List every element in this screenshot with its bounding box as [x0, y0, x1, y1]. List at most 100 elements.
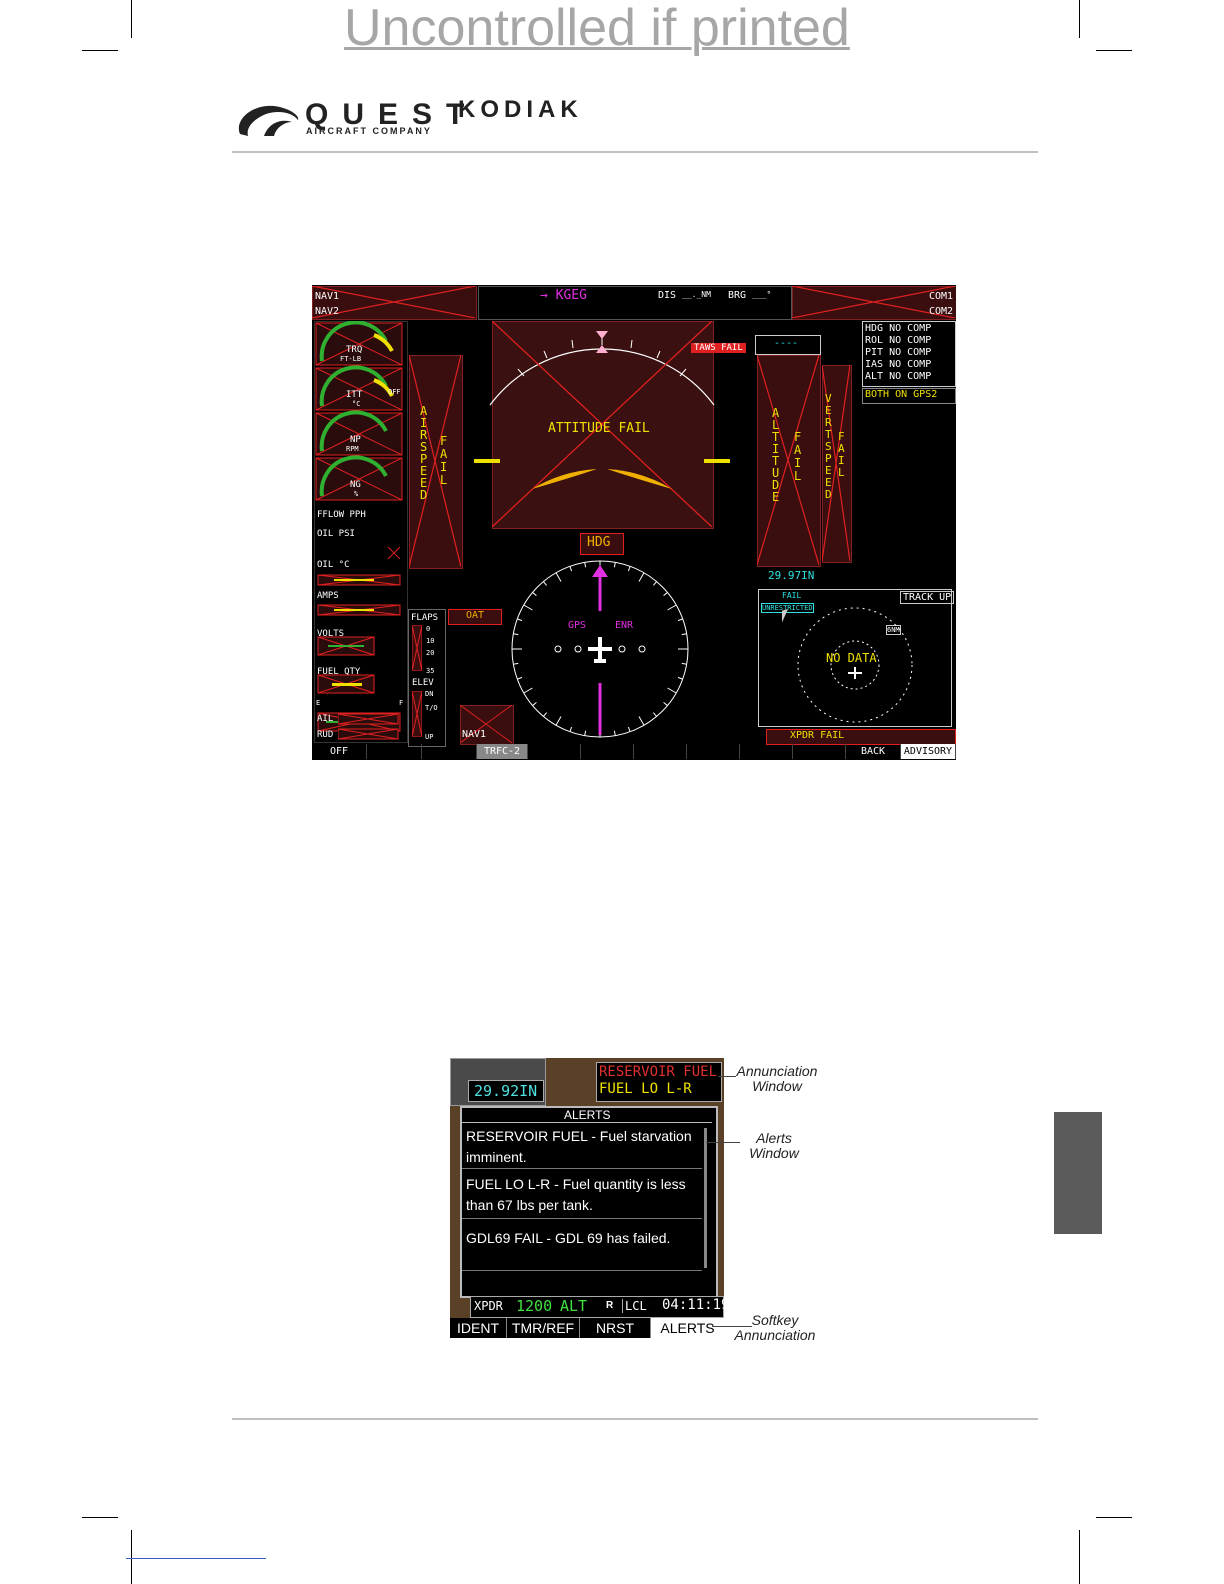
alert-3-text: GDL 69 has failed. — [551, 1230, 671, 1246]
softkey-3[interactable] — [422, 744, 477, 759]
oat-label: OAT — [466, 610, 485, 621]
compass-tick — [517, 676, 523, 680]
softkey-tmr-ref[interactable]: TMR/REF — [507, 1318, 580, 1338]
alert-item-2[interactable]: FUEL LO L-R - Fuel quantity is less than… — [466, 1174, 698, 1216]
compass-tick — [667, 687, 677, 694]
traffic-range: 6NM — [886, 625, 901, 635]
traffic-fail: FAIL — [782, 591, 802, 600]
softkey-10[interactable] — [793, 744, 846, 759]
xpdr-label: XPDR — [474, 1299, 503, 1313]
elev-dn: DN — [425, 690, 434, 698]
engine-gauges — [315, 321, 403, 732]
alert-item-1[interactable]: RESERVOIR FUEL - Fuel starvation imminen… — [466, 1126, 698, 1168]
fuel-qty-label: FUEL QTY — [317, 667, 361, 677]
callout-leader — [706, 1142, 740, 1143]
alert-divider — [462, 1168, 702, 1169]
callout-softkey-annunciation: Softkey Annunciation — [734, 1312, 816, 1343]
compass-tick — [543, 712, 548, 717]
fuel-f-label: F — [399, 699, 404, 707]
compass-tick — [613, 730, 616, 736]
alert-item-3[interactable]: GDL69 FAIL - GDL 69 has failed. — [466, 1228, 698, 1249]
com2-label: COM2 — [929, 306, 954, 317]
inset-baro: 29.92IN — [474, 1082, 538, 1100]
flaps-fail-x-icon — [412, 625, 422, 671]
softkey-ident[interactable]: IDENT — [450, 1318, 507, 1338]
np-unit: RPM — [346, 445, 359, 453]
flaps-label: FLAPS — [411, 613, 439, 623]
brg-value: ___° — [752, 290, 772, 299]
heading-box — [580, 533, 624, 555]
comp-rol: ROL NO COMP — [865, 335, 932, 346]
compass-tick — [652, 712, 657, 717]
pfd-screenshot: NAV1 NAV2 → KGEG DIS __._NM BRG ___° COM… — [312, 285, 956, 760]
compass-tick — [532, 701, 537, 706]
fflow-label: FFLOW PPH — [317, 510, 366, 520]
softkey-8[interactable] — [687, 744, 740, 759]
alerts-screenshot: 29.92IN RESERVOIR FUEL FUEL LO L-R ALERT… — [450, 1058, 724, 1338]
compass-tick — [569, 726, 573, 732]
softkey-back[interactable]: BACK — [846, 744, 901, 759]
comp-ias: IAS NO COMP — [865, 359, 932, 370]
attitude-fail-label: ATTITUDE FAIL — [548, 421, 650, 436]
softkey-trfc-2[interactable]: TRFC-2 — [477, 744, 528, 759]
alert-2-title: FUEL LO L-R - — [466, 1176, 559, 1192]
softkey-alerts[interactable]: ALERTS — [651, 1318, 724, 1338]
softkey-advisory[interactable]: ADVISORY — [901, 744, 956, 759]
elev-label: ELEV — [412, 678, 434, 688]
link-underline — [126, 1558, 266, 1559]
compass-tick — [627, 726, 631, 732]
compass-tick — [513, 662, 519, 665]
xpdr-fail-box — [766, 729, 956, 745]
callout-leader — [712, 1326, 752, 1327]
softkey-off[interactable]: OFF — [312, 744, 367, 759]
gps-status-box — [862, 388, 956, 404]
nav1-inset-label: NAV1 — [462, 729, 487, 740]
compass-tick — [638, 572, 645, 582]
airspeed-fail-label-2: FAIL — [440, 434, 448, 487]
softkey-7[interactable] — [634, 744, 687, 759]
track-up: TRACK UP — [900, 591, 955, 604]
crop-mark — [1096, 1517, 1132, 1518]
airspeed-fail-x-icon — [409, 355, 461, 567]
brand-company: AIRCRAFT COMPANY — [306, 126, 432, 136]
brg-label: BRG — [728, 290, 747, 301]
compass-tick — [584, 562, 587, 568]
alert-divider — [462, 1270, 702, 1271]
rud-label: RUD — [317, 730, 334, 740]
xpdr-squawk: 1200 — [516, 1297, 553, 1315]
np-label: NP — [350, 435, 361, 445]
nav2-label: NAV2 — [315, 306, 340, 317]
softkey-5[interactable] — [528, 744, 581, 759]
annunciation-window — [596, 1062, 722, 1102]
altitude-fail-label: ALTITUDE — [772, 406, 780, 504]
xpdr-mode: ALT — [560, 1297, 588, 1315]
softkey-6[interactable] — [581, 744, 634, 759]
quest-logo-icon — [238, 105, 299, 136]
compass-tick — [652, 581, 657, 586]
footer-rule — [232, 1418, 1038, 1420]
crop-mark — [1079, 1530, 1080, 1584]
xpdr-status-bar — [470, 1296, 724, 1318]
softkey-9[interactable] — [740, 744, 793, 759]
baro-setting: 29.97IN — [768, 569, 815, 582]
compass-tick — [681, 633, 687, 636]
flaps-tick-0: 0 — [426, 625, 431, 633]
softkey-nrst[interactable]: NRST — [580, 1318, 651, 1338]
xpdr-reply: R — [606, 1300, 614, 1311]
callout-alerts-window: Alerts Window — [749, 1130, 799, 1161]
annunciation-caution: FUEL LO L-R — [599, 1081, 692, 1097]
compass-tick — [513, 633, 519, 636]
alerts-scrollbar[interactable] — [704, 1128, 707, 1268]
alert-1-title: RESERVOIR FUEL - — [466, 1128, 596, 1144]
alert-2-text: Fuel quantity is less than 67 lbs per ta… — [466, 1176, 686, 1213]
compass-tick — [543, 581, 548, 586]
dis-label: DIS — [658, 290, 677, 301]
crop-mark — [131, 1530, 132, 1584]
softkey-2[interactable] — [367, 744, 422, 759]
compass-tick — [523, 687, 533, 694]
compass-tick — [517, 618, 523, 622]
active-waypoint: → KGEG — [540, 288, 587, 303]
altitude-tape — [757, 355, 821, 567]
ng-label: NG — [350, 480, 361, 490]
xpdr-fail-label: XPDR FAIL — [790, 730, 845, 741]
